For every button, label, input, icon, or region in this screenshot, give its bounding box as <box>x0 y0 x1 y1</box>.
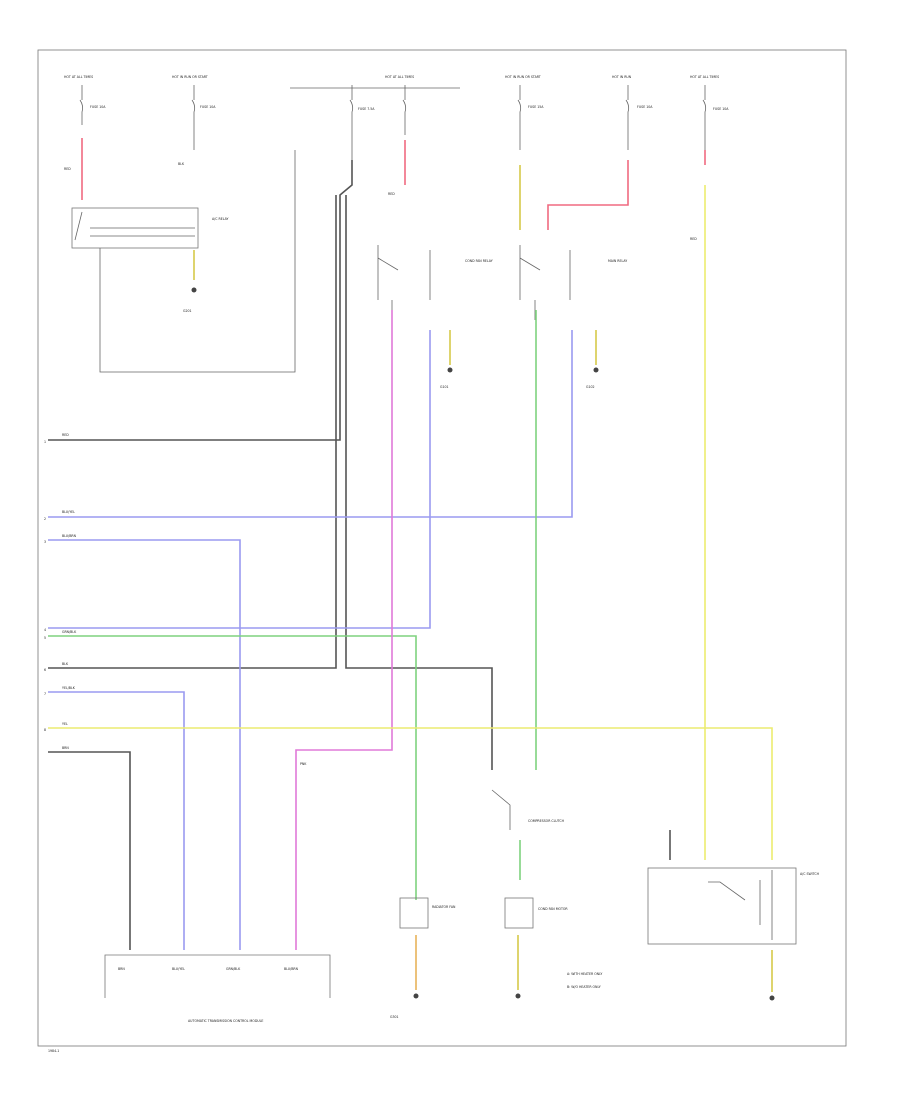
wire-black <box>345 195 493 770</box>
module-pin: GRN/BLK <box>226 967 241 971</box>
fuse-label: HOT AT ALL TIMES <box>690 75 719 79</box>
relay-switch <box>377 245 431 320</box>
wire-label: BLK <box>178 162 185 166</box>
switch-component <box>647 867 797 945</box>
bus-label: 2 <box>44 517 46 521</box>
fuse-label: HOT IN RUN OR START <box>172 75 208 79</box>
wire-label: BLK <box>62 662 69 666</box>
component-label: RADIATOR FAN <box>432 905 456 909</box>
fuse-symbol <box>702 85 707 150</box>
module-pin: BRN <box>118 967 125 971</box>
relay-contacts <box>74 150 296 373</box>
component-label: A/C SWITCH <box>800 872 820 876</box>
fuse-label: HOT IN RUN OR START <box>505 75 541 79</box>
wire-label: RED <box>64 167 71 171</box>
wire-label: GRN/BLK <box>62 630 77 634</box>
module-title: AUTOMATIC TRANSMISSION CONTROL MODULE <box>188 1019 263 1023</box>
component-label: COMPRESSOR CLUTCH <box>528 819 565 823</box>
relay-label: MAIN RELAY <box>608 259 627 263</box>
wire-label: BRN <box>62 746 69 750</box>
wire-pink <box>295 310 393 950</box>
relay-label: COND FAN RELAY <box>465 259 493 263</box>
ground-symbol <box>447 367 453 373</box>
bus-label: 1 <box>44 440 46 444</box>
bus-label: 4 <box>44 628 46 632</box>
fuse-symbol <box>349 85 354 160</box>
fuse-value: FUSE 7.5A <box>358 107 375 111</box>
wire-blue <box>48 330 431 629</box>
fuse-label: HOT AT ALL TIMES <box>64 75 93 79</box>
wire-black <box>48 751 131 950</box>
bus-label: 6 <box>44 668 46 672</box>
fuse-value-group: FUSE 10A FUSE 10A FUSE 7.5A FUSE 15A FUS… <box>90 105 729 111</box>
bus-label: 8 <box>44 728 46 732</box>
control-module: BRN BLU/YEL GRN/BLK BLU/BRN AUTOMATIC TR… <box>104 954 331 1023</box>
wire-blue <box>48 330 573 518</box>
fuse-value: FUSE 10A <box>200 105 216 109</box>
fan-component <box>399 897 429 929</box>
compressor-component <box>504 897 534 929</box>
ground-symbol <box>769 995 775 1001</box>
module-pin: BLU/YEL <box>172 967 185 971</box>
bus-label: 7 <box>44 692 46 696</box>
diagram-border <box>37 49 847 1047</box>
wire-label-group: RED BLU/YEL BLU/BRN GRN/BLK BLK YEL/BLK … <box>62 192 697 766</box>
module-outline <box>104 954 331 998</box>
fuse-symbol <box>402 85 407 135</box>
relay-switch <box>519 245 571 320</box>
wire-label: BLU/YEL <box>62 510 75 514</box>
fuse-label: HOT AT ALL TIMES <box>385 75 414 79</box>
ground-label: G301 <box>390 1015 399 1019</box>
wire-label: RED <box>690 237 697 241</box>
fuse-symbol <box>625 85 630 150</box>
legend-item: A: WITH HEATER ONLY <box>567 972 602 976</box>
wire-label: PNK <box>300 762 307 766</box>
ground-symbol <box>515 993 521 999</box>
footer-text: 1984-1 <box>48 1049 59 1053</box>
legend-item: B: W/O HEATER ONLY <box>567 985 601 989</box>
ground-label: G102 <box>586 385 595 389</box>
fuse-label: HOT IN RUN <box>612 75 632 79</box>
wire-black <box>48 160 353 441</box>
left-relay-block: A/C RELAY <box>71 150 296 373</box>
fuse-label-group: HOT AT ALL TIMES HOT IN RUN OR START HOT… <box>64 75 719 79</box>
wire-label: RED <box>62 433 69 437</box>
module-pin: BLU/BRN <box>284 967 299 971</box>
relay-switch <box>708 870 773 940</box>
fuse-symbol <box>517 85 522 150</box>
wire-label: YEL <box>62 722 68 726</box>
relay-label: A/C RELAY <box>212 217 229 221</box>
ground-label: G201 <box>183 309 192 313</box>
relay-box <box>71 207 199 249</box>
wire-red <box>547 160 629 230</box>
component-label: COND FAN MOTOR <box>538 907 568 911</box>
wire-label: YEL/BLK <box>62 686 76 690</box>
fuse-value: FUSE 10A <box>713 107 729 111</box>
ground-symbol <box>413 993 419 999</box>
wire-blue <box>48 691 185 950</box>
wire-label: BLU/BRN <box>62 534 77 538</box>
fuse-symbol <box>79 85 84 125</box>
bus-label: 3 <box>44 540 46 544</box>
fuse-symbols <box>79 85 707 160</box>
fuse-symbol <box>191 85 196 150</box>
wire-yellow <box>48 727 773 860</box>
wire-label: RED <box>388 192 395 196</box>
ground-symbol <box>191 287 197 293</box>
fuse-value: FUSE 10A <box>637 105 653 109</box>
relay-switch <box>491 789 511 830</box>
ground-label: G101 <box>440 385 449 389</box>
ground-symbol <box>593 367 599 373</box>
wire-black <box>48 195 337 669</box>
bus-label-group: 1 2 3 4 5 6 7 8 <box>44 440 46 732</box>
fuse-value: FUSE 10A <box>90 105 106 109</box>
wire-blue <box>48 539 241 950</box>
bus-label: 5 <box>44 636 46 640</box>
wire-green <box>48 635 417 900</box>
fuse-value: FUSE 15A <box>528 105 544 109</box>
center-relay <box>377 245 571 320</box>
